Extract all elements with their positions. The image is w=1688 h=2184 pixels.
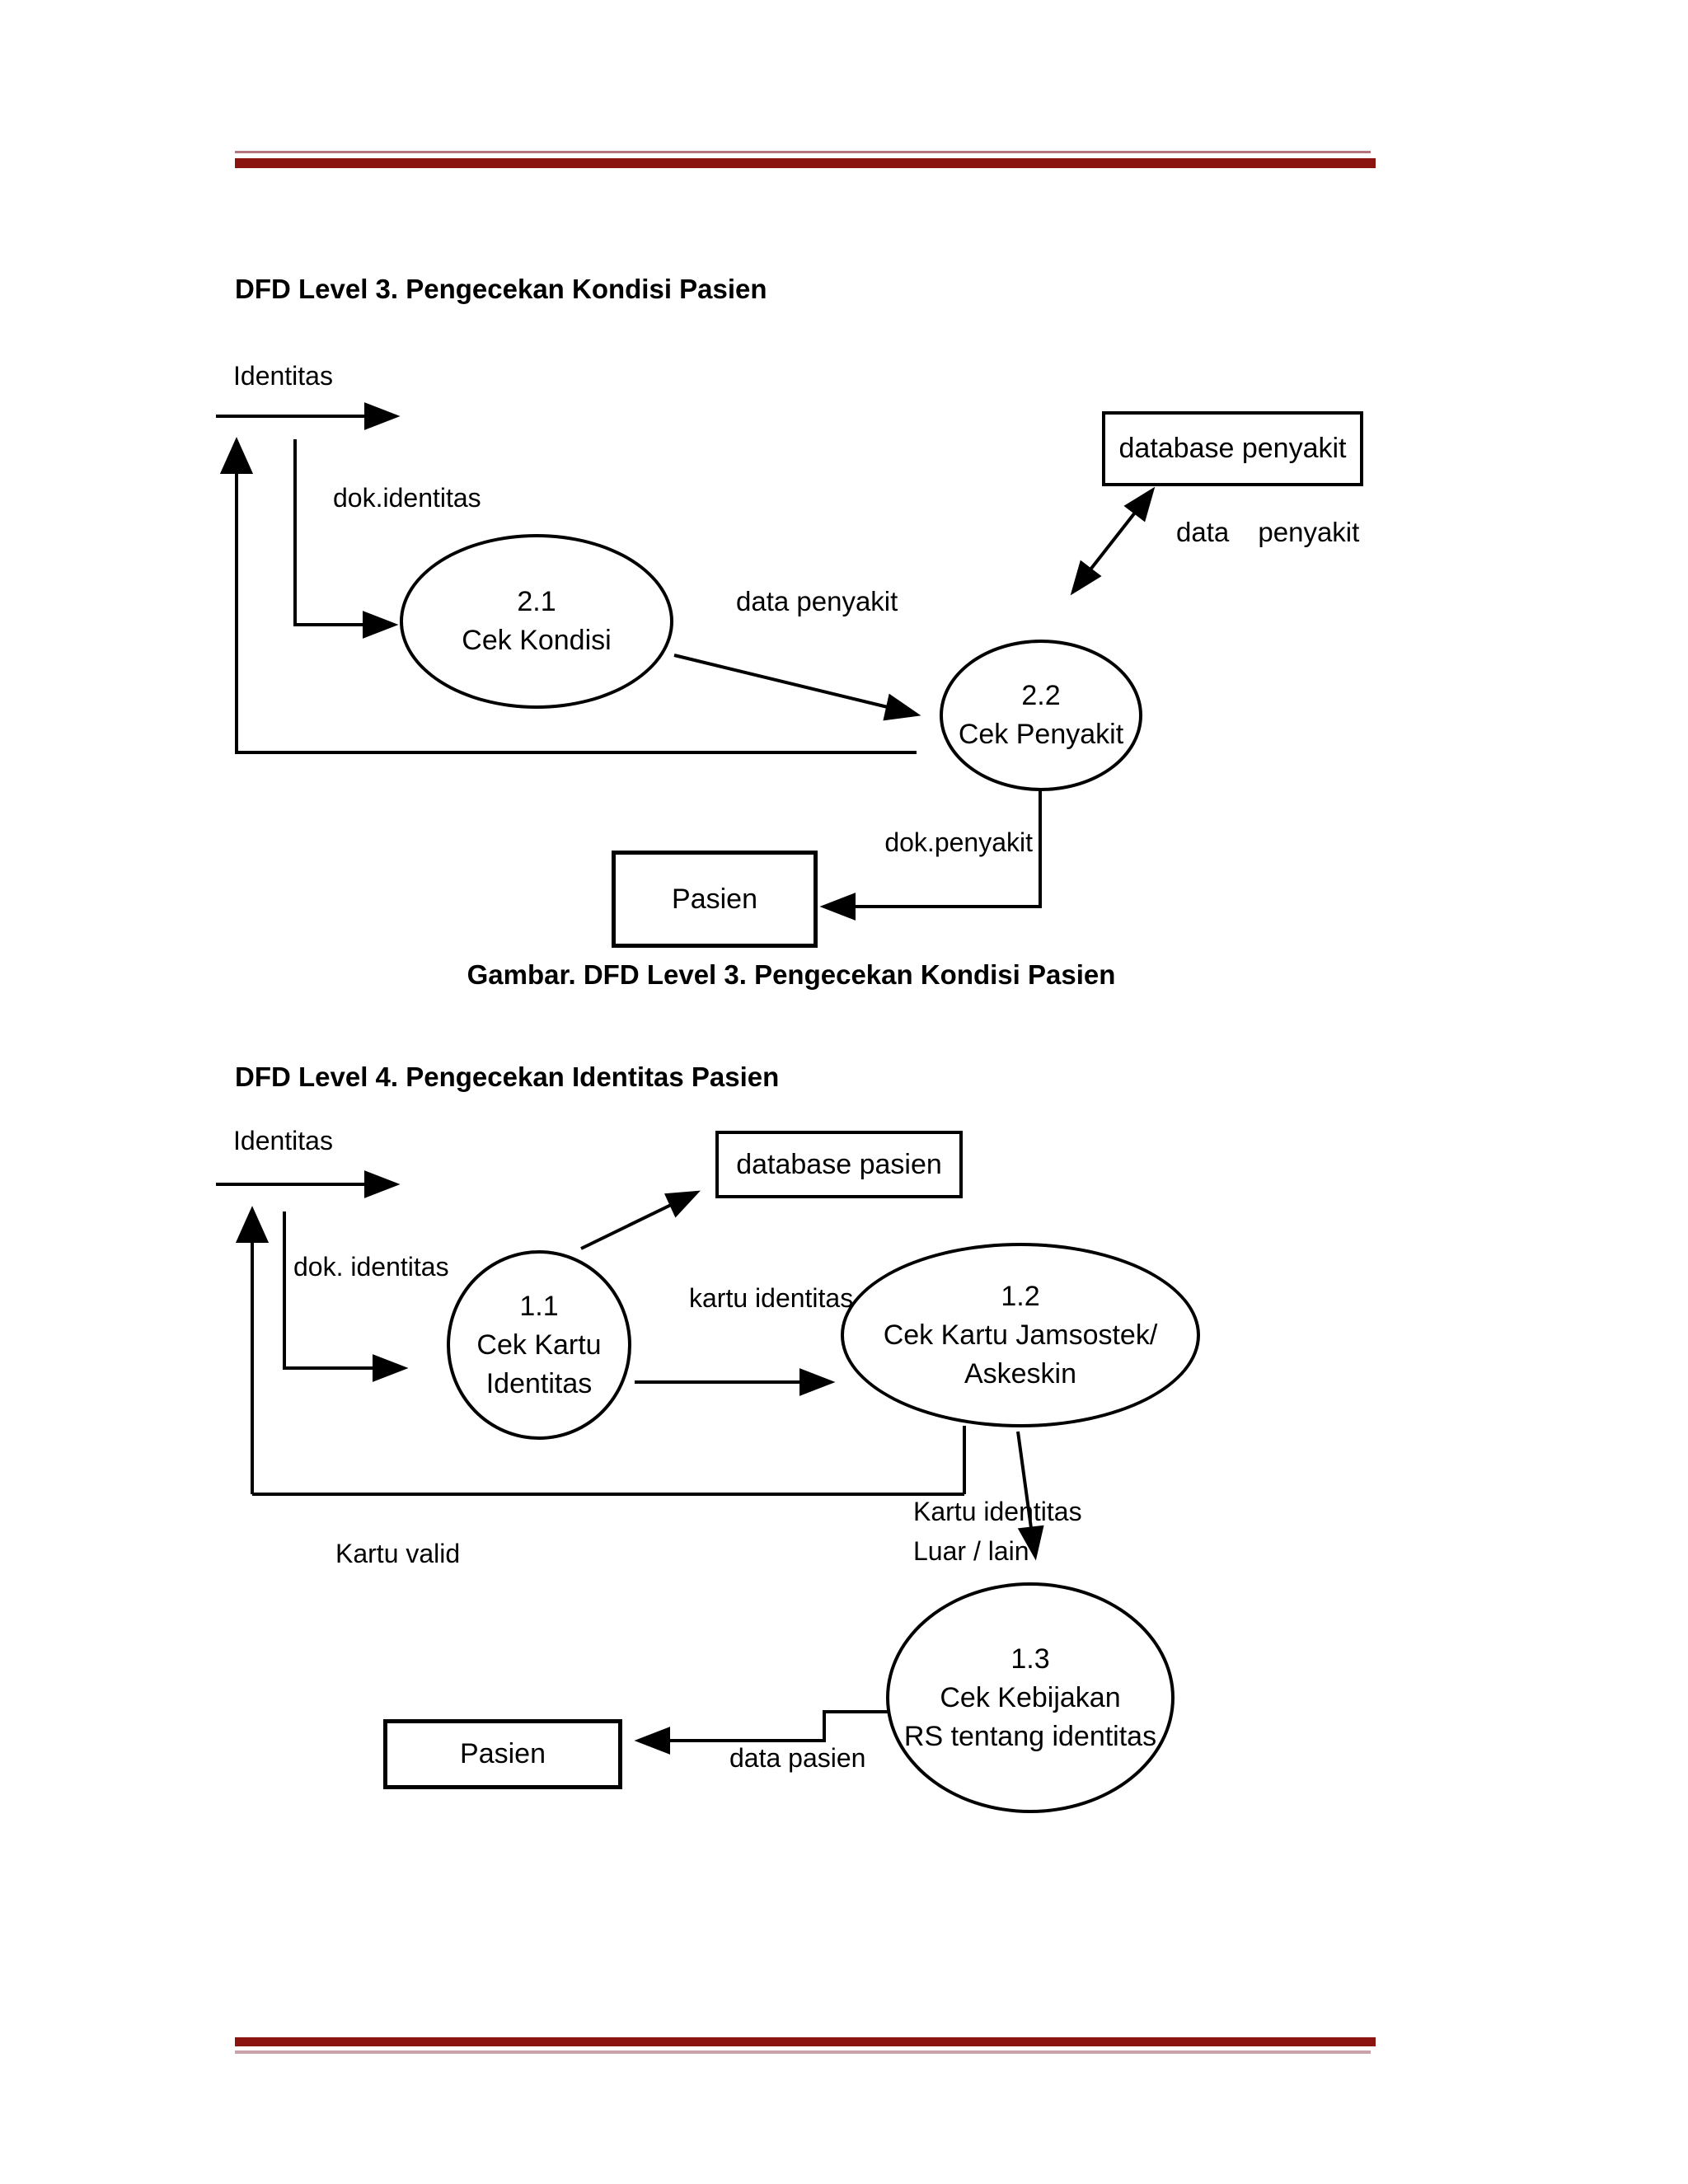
- label-kartu-identitas-luar-line1: Kartu identitas: [913, 1497, 1082, 1526]
- return-up-head-d1: [219, 437, 254, 474]
- datastore-database-pasien: database pasien: [715, 1131, 963, 1198]
- entity-pasien-d2-label: Pasien: [460, 1738, 546, 1769]
- process-2-1-cek-kondisi: 2.1 Cek Kondisi: [400, 534, 673, 709]
- process-1-2-line2: Askeskin: [964, 1357, 1077, 1390]
- kartu-luar-shaft: [1016, 1431, 1033, 1529]
- database-double-head-up-d1: [1123, 486, 1156, 523]
- to-database-pasien-head: [663, 1190, 701, 1218]
- process-1-2-cek-kartu-jamsostek: 1.2 Cek Kartu Jamsostek/ Askeskin: [841, 1243, 1200, 1427]
- data-penyakit-shaft-d1: [673, 654, 889, 709]
- label-kartu-identitas: kartu identitas: [689, 1283, 854, 1313]
- data-pasien-path: [668, 1710, 888, 1742]
- top-border-thin-line: [235, 151, 1371, 153]
- process-2-2-name: Cek Penyakit: [958, 719, 1124, 750]
- dok-identitas-head-d1: [363, 611, 399, 639]
- diagram1-title: DFD Level 3. Pengecekan Kondisi Pasien: [235, 274, 767, 304]
- dok-identitas-arrow-d1: [293, 439, 399, 639]
- process-2-2-cek-penyakit: 2.2 Cek Penyakit: [940, 640, 1142, 791]
- datastore-database-penyakit: database penyakit: [1102, 411, 1363, 486]
- database-double-arrow-d1: [1070, 486, 1156, 596]
- process-1-2-id: 1.2: [1001, 1280, 1040, 1312]
- label-dok-identitas-d1: dok.identitas: [333, 483, 481, 513]
- dok-penyakit-path-d1: [854, 791, 1042, 908]
- process-1-3-line2: RS tentang identitas: [903, 1720, 1157, 1752]
- flow-identitas-head-d2: [364, 1170, 401, 1198]
- top-border-thick-line: [235, 158, 1376, 168]
- data-pasien-head: [634, 1727, 670, 1755]
- dok-penyakit-head-d1: [819, 893, 856, 921]
- flow-identitas-head-d1: [364, 402, 401, 430]
- return-up-arrow-d2: [235, 1206, 270, 1494]
- entity-pasien-d1: Pasien: [612, 851, 818, 948]
- return-up-arrow-d1: [219, 437, 254, 752]
- process-1-1-cek-kartu-identitas: 1.1 Cek Kartu Identitas: [447, 1250, 631, 1440]
- entity-pasien-d2: Pasien: [383, 1719, 622, 1789]
- label-data-pasien: data pasien: [729, 1743, 866, 1773]
- flow-identitas-arrow-d2: [216, 1170, 401, 1198]
- data-pasien-arrow: [634, 1710, 888, 1755]
- data-penyakit-head-d1: [883, 693, 921, 721]
- bottom-border-thin-line: [235, 2050, 1371, 2054]
- datastore-database-penyakit-label: database penyakit: [1118, 433, 1347, 464]
- process-1-3-cek-kebijakan: 1.3 Cek Kebijakan RS tentang identitas: [886, 1582, 1175, 1813]
- process-1-1-line1: Cek Kartu: [476, 1329, 602, 1361]
- dok-penyakit-arrow-d1: [819, 791, 1042, 921]
- label-kartu-identitas-luar-line2: Luar / lain: [913, 1536, 1029, 1566]
- entity-pasien-d1-label: Pasien: [672, 883, 757, 915]
- kartu-luar-arrow: [1016, 1431, 1044, 1561]
- label-identitas-d1: Identitas: [233, 361, 333, 391]
- label-data-penyakit-store: data penyakit: [1176, 517, 1360, 547]
- process-1-1-line2: Identitas: [485, 1367, 593, 1399]
- label-data-penyakit-flow: data penyakit: [736, 586, 898, 616]
- label-dok-identitas-d2: dok. identitas: [293, 1252, 449, 1282]
- process-1-2-line1: Cek Kartu Jamsostek/: [883, 1319, 1158, 1351]
- dok-identitas-head-d2: [373, 1354, 409, 1382]
- process-1-1-id: 1.1: [519, 1290, 559, 1322]
- data-penyakit-arrow-d1: [673, 654, 921, 721]
- diagram1-caption: Gambar. DFD Level 3. Pengecekan Kondisi …: [467, 959, 1116, 990]
- bottom-border-thick-line: [235, 2037, 1376, 2046]
- database-double-shaft-d1: [1089, 511, 1137, 571]
- to-database-pasien-arrow: [580, 1190, 701, 1250]
- label-kartu-valid: Kartu valid: [335, 1539, 461, 1568]
- process-2-1-id: 2.1: [517, 586, 556, 617]
- dok-identitas-arrow-d2: [283, 1212, 409, 1382]
- diagram2-title: DFD Level 4. Pengecekan Identitas Pasien: [235, 1062, 780, 1092]
- process-2-1-name: Cek Kondisi: [462, 625, 612, 656]
- return-up-head-d2: [235, 1206, 270, 1243]
- kartu-luar-head: [1017, 1525, 1044, 1561]
- to-database-pasien-shaft: [580, 1203, 672, 1250]
- label-identitas-d2: Identitas: [233, 1126, 333, 1155]
- process-1-3-id: 1.3: [1010, 1643, 1050, 1675]
- kartu-identitas-head: [799, 1368, 836, 1396]
- database-double-head-down-d1: [1070, 560, 1102, 596]
- process-1-3-line1: Cek Kebijakan: [940, 1681, 1121, 1713]
- label-dok-penyakit: dok.penyakit: [884, 827, 1033, 857]
- process-2-2-id: 2.2: [1021, 680, 1061, 711]
- kartu-identitas-arrow: [635, 1368, 836, 1396]
- datastore-database-pasien-label: database pasien: [736, 1148, 942, 1180]
- dok-identitas-path-d1: [293, 439, 366, 626]
- flow-identitas-arrow-d1: [216, 402, 401, 430]
- dok-identitas-path-d2: [283, 1212, 376, 1370]
